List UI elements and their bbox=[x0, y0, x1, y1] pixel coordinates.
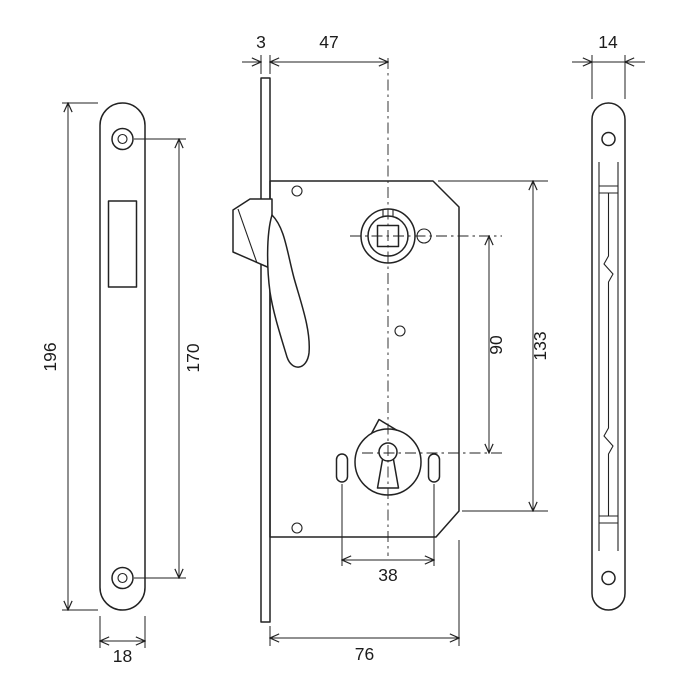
dimension-edge-width: 14 bbox=[572, 32, 645, 99]
dimension-key-pitch: 38 bbox=[342, 484, 434, 585]
edge-outline bbox=[591, 102, 626, 611]
dimension-hole-centers: 170 bbox=[134, 139, 203, 578]
latch-bolt-bevel bbox=[237, 208, 258, 264]
dim-plate-thickness-label: 3 bbox=[256, 32, 266, 52]
dim-plate-height-label: 196 bbox=[40, 342, 60, 371]
faceplate-outline bbox=[99, 102, 146, 611]
dim-hole-centers-label: 170 bbox=[183, 343, 203, 372]
spindle-notch bbox=[382, 210, 394, 217]
dim-spindle-to-key-label: 90 bbox=[486, 335, 506, 355]
dimension-plate-width: 18 bbox=[100, 616, 145, 666]
dimension-top-to-key: 133 bbox=[438, 181, 550, 511]
case-hole-center bbox=[394, 325, 406, 337]
spindle-follower-outer bbox=[360, 208, 416, 264]
edge-screw-hole-bottom bbox=[601, 570, 616, 586]
keyhole-pin bbox=[378, 442, 398, 462]
lock-case-view bbox=[232, 58, 502, 623]
faceplate-edge-view bbox=[591, 102, 626, 611]
latch-cutout bbox=[107, 200, 138, 288]
edge-screw-hole-top bbox=[601, 131, 616, 147]
dimension-plate-height: 196 bbox=[40, 103, 98, 610]
edge-latch-profile bbox=[603, 193, 614, 516]
screw-hole-top-inner bbox=[117, 133, 128, 145]
case-outline bbox=[269, 180, 460, 538]
keyhole-cam bbox=[354, 428, 422, 496]
latch-lever bbox=[266, 214, 310, 368]
oval-hole-right bbox=[427, 453, 441, 483]
case-hole-right-of-spindle bbox=[416, 228, 432, 244]
faceplate-front-view bbox=[99, 102, 146, 611]
dim-case-depth-label: 76 bbox=[355, 644, 374, 664]
case-hole-bottom-left bbox=[291, 522, 303, 534]
screw-hole-bottom-inner bbox=[117, 572, 128, 584]
dim-backset-label: 47 bbox=[319, 32, 338, 52]
dim-top-to-key-label: 133 bbox=[530, 331, 550, 360]
keyhole-slot bbox=[376, 458, 400, 489]
screw-hole-bottom bbox=[111, 566, 134, 590]
dimension-spindle-to-key: 90 bbox=[486, 236, 506, 453]
dimension-backset: 47 bbox=[270, 32, 388, 62]
spindle-follower-inner bbox=[367, 215, 409, 257]
case-hole-top-left bbox=[291, 185, 303, 197]
oval-hole-left bbox=[335, 453, 349, 483]
dimension-case-depth: 76 bbox=[270, 540, 459, 664]
spindle-square-hole bbox=[376, 224, 400, 248]
dim-plate-width-label: 18 bbox=[113, 646, 132, 666]
screw-hole-top bbox=[111, 127, 134, 151]
dim-edge-width-label: 14 bbox=[598, 32, 618, 52]
dim-key-pitch-label: 38 bbox=[378, 565, 397, 585]
keyhole-cam-tip bbox=[370, 418, 398, 435]
